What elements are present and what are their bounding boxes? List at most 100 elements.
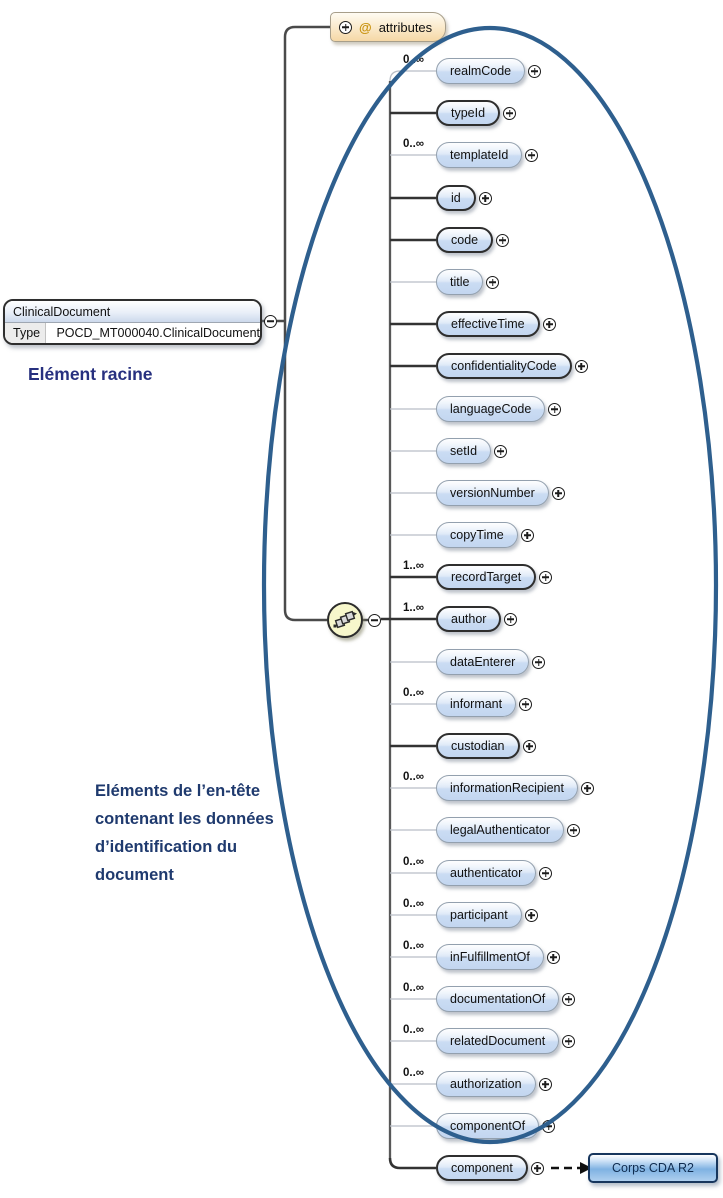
element-row-templateId: templateId	[436, 142, 539, 168]
element-dataEnterer[interactable]: dataEnterer	[436, 649, 530, 675]
expand-icon[interactable]	[530, 1161, 544, 1175]
element-author[interactable]: author	[436, 606, 502, 632]
element-versionNumber[interactable]: versionNumber	[436, 480, 549, 506]
element-informant[interactable]: informant	[436, 691, 517, 717]
element-row-authorization: authorization	[436, 1071, 552, 1097]
element-setId[interactable]: setId	[436, 438, 492, 464]
root-node-type-row: Type POCD_MT000040.ClinicalDocument	[5, 323, 260, 343]
at-icon: @	[359, 19, 372, 35]
element-relatedDocument[interactable]: relatedDocument	[436, 1028, 560, 1054]
element-row-author: author	[436, 606, 518, 632]
element-row-languageCode: languageCode	[436, 396, 562, 422]
expand-icon[interactable]	[548, 402, 562, 416]
cardinality-label: 0..∞	[403, 1067, 424, 1079]
expand-icon[interactable]	[532, 655, 546, 669]
element-realmCode[interactable]: realmCode	[436, 58, 526, 84]
expand-icon[interactable]	[504, 612, 518, 626]
expand-icon[interactable]	[538, 1077, 552, 1091]
cardinality-label: 0..∞	[403, 771, 424, 783]
root-branch-line	[262, 25, 368, 622]
element-row-confidentialityCode: confidentialityCode	[436, 353, 588, 379]
expand-icon[interactable]	[524, 908, 538, 922]
attributes-label: attributes	[378, 19, 433, 35]
element-row-participant: participant	[436, 902, 538, 928]
element-title[interactable]: title	[436, 269, 484, 295]
collapse-icon[interactable]	[264, 314, 277, 328]
cardinality-label: 0..∞	[403, 940, 424, 952]
connector-line	[388, 1157, 436, 1170]
header-annotation: Eléments de l’en-tête contenant les donn…	[95, 782, 274, 884]
expand-icon[interactable]	[539, 866, 553, 880]
element-typeId[interactable]: typeId	[436, 100, 501, 126]
expand-icon[interactable]	[520, 528, 534, 542]
root-node-title: ClinicalDocument	[5, 301, 260, 323]
expand-icon[interactable]	[539, 570, 553, 584]
body-node[interactable]: Corps CDA R2	[588, 1153, 718, 1183]
root-node[interactable]: ClinicalDocument Type POCD_MT000040.Clin…	[3, 299, 262, 345]
element-component[interactable]: component	[436, 1155, 528, 1181]
element-row-versionNumber: versionNumber	[436, 480, 565, 506]
element-informationRecipient[interactable]: informationRecipient	[436, 775, 578, 801]
attributes-node[interactable]: @ attributes	[330, 12, 447, 42]
expand-icon[interactable]	[522, 739, 536, 753]
expand-icon[interactable]	[478, 191, 492, 205]
expand-icon[interactable]	[496, 233, 510, 247]
cardinality-label: 1..∞	[403, 560, 424, 572]
element-custodian[interactable]: custodian	[436, 733, 520, 759]
expand-icon[interactable]	[562, 992, 576, 1006]
root-caption: Elément racine	[28, 364, 153, 384]
sequence-icon[interactable]	[327, 602, 363, 638]
expand-icon[interactable]	[546, 950, 560, 964]
expand-icon[interactable]	[528, 64, 542, 78]
element-effectiveTime[interactable]: effectiveTime	[436, 311, 540, 337]
element-row-component: component	[436, 1155, 544, 1181]
element-languageCode[interactable]: languageCode	[436, 396, 546, 422]
expand-icon[interactable]	[567, 823, 581, 837]
expand-icon[interactable]	[503, 106, 517, 120]
element-row-setId: setId	[436, 438, 508, 464]
element-id[interactable]: id	[436, 185, 476, 211]
element-row-relatedDocument: relatedDocument	[436, 1028, 576, 1054]
expand-icon[interactable]	[551, 486, 565, 500]
element-copyTime[interactable]: copyTime	[436, 522, 518, 548]
expand-icon[interactable]	[542, 317, 556, 331]
element-authorization[interactable]: authorization	[436, 1071, 536, 1097]
element-confidentialityCode[interactable]: confidentialityCode	[436, 353, 572, 379]
element-legalAuthenticator[interactable]: legalAuthenticator	[436, 817, 565, 843]
cardinality-label: 0..∞	[403, 138, 424, 150]
expand-icon[interactable]	[494, 444, 508, 458]
element-row-typeId: typeId	[436, 100, 517, 126]
element-row-realmCode: realmCode	[436, 58, 542, 84]
expand-icon[interactable]	[562, 1034, 576, 1048]
sequence-glyph	[333, 610, 357, 629]
expand-icon[interactable]	[525, 148, 539, 162]
element-componentOf[interactable]: componentOf	[436, 1113, 540, 1139]
cardinality-label: 0..∞	[403, 687, 424, 699]
element-row-informant: informant	[436, 691, 533, 717]
cardinality-label: 0..∞	[403, 1024, 424, 1036]
element-row-documentationOf: documentationOf	[436, 986, 576, 1012]
expand-icon[interactable]	[542, 1119, 556, 1133]
element-row-copyTime: copyTime	[436, 522, 534, 548]
element-row-effectiveTime: effectiveTime	[436, 311, 556, 337]
element-row-code: code	[436, 227, 510, 253]
element-documentationOf[interactable]: documentationOf	[436, 986, 560, 1012]
element-row-dataEnterer: dataEnterer	[436, 649, 546, 675]
element-row-authenticator: authenticator	[436, 860, 553, 886]
element-code[interactable]: code	[436, 227, 494, 253]
element-templateId[interactable]: templateId	[436, 142, 523, 168]
element-recordTarget[interactable]: recordTarget	[436, 564, 537, 590]
expand-icon[interactable]	[339, 20, 352, 34]
expand-icon[interactable]	[486, 275, 500, 289]
cardinality-label: 0..∞	[403, 898, 424, 910]
root-node-type-value: POCD_MT000040.ClinicalDocument	[56, 326, 260, 340]
expand-icon[interactable]	[574, 359, 588, 373]
expand-icon[interactable]	[519, 697, 533, 711]
collapse-icon[interactable]	[368, 613, 381, 627]
element-inFulfillmentOf[interactable]: inFulfillmentOf	[436, 944, 544, 970]
element-participant[interactable]: participant	[436, 902, 522, 928]
element-row-recordTarget: recordTarget	[436, 564, 553, 590]
element-authenticator[interactable]: authenticator	[436, 860, 537, 886]
element-row-informationRecipient: informationRecipient	[436, 775, 594, 801]
expand-icon[interactable]	[580, 781, 594, 795]
